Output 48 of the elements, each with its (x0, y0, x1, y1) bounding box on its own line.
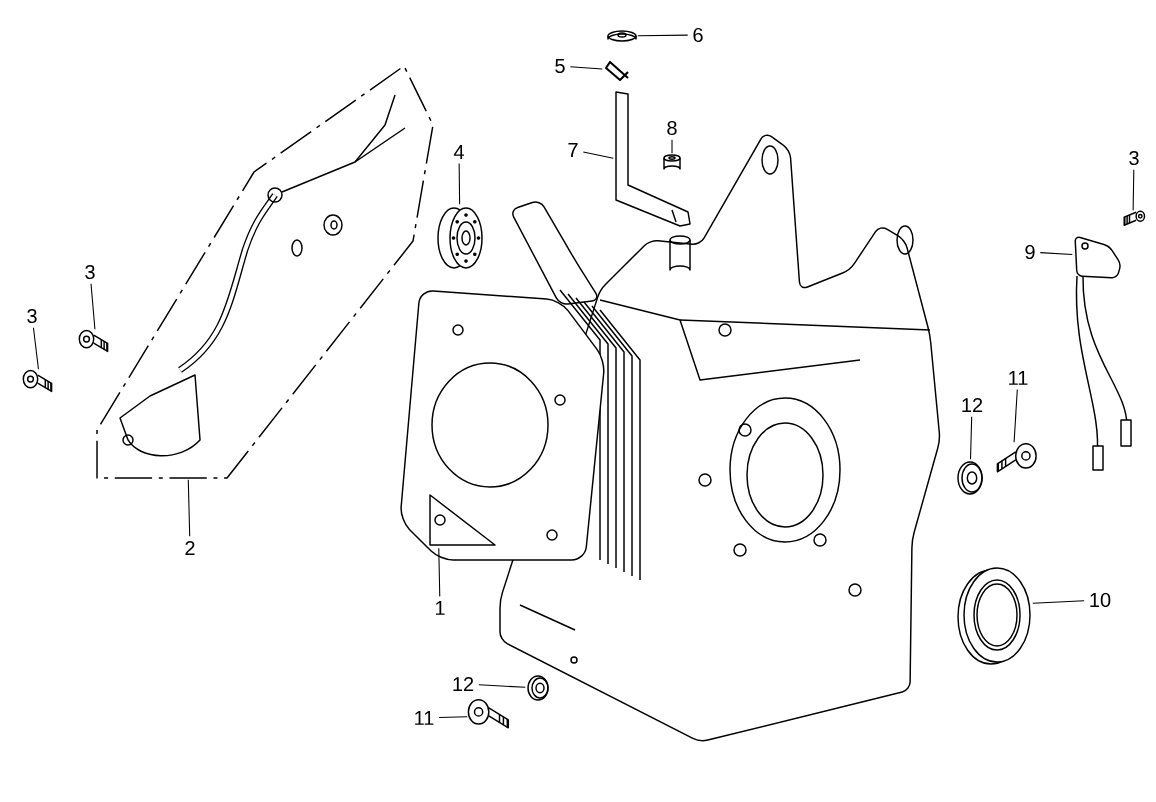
callout-number: 5 (555, 59, 565, 73)
leader-line (1039, 252, 1073, 256)
callout-number: 2 (185, 541, 195, 555)
callout-number: 10 (1090, 592, 1111, 608)
leader-line (637, 34, 689, 37)
ignition-coil-set-drawing (96, 65, 434, 479)
washer-drawing (527, 675, 549, 701)
callout-number: 7 (568, 143, 578, 157)
callout-number: 11 (415, 711, 434, 725)
oil-seal-drawing (957, 567, 1031, 665)
callout-number: 1 (435, 601, 445, 615)
leader-line (1032, 600, 1085, 604)
bolt-drawing (467, 698, 510, 729)
callout-number: 8 (667, 120, 677, 136)
leader-line (1132, 169, 1135, 211)
callout-number: 11 (1009, 371, 1028, 385)
bolt-drawing (1123, 210, 1146, 226)
leader-line (970, 416, 973, 460)
callout-number: 12 (453, 677, 474, 691)
leader-line (90, 283, 96, 330)
rod-drawing (615, 91, 691, 227)
leader-line (438, 716, 468, 719)
leader-line (569, 66, 603, 70)
callout-number: 3 (1129, 150, 1139, 166)
callout-number: 9 (1025, 244, 1035, 260)
callout-number: 12 (962, 398, 983, 412)
bearing-drawing (437, 207, 483, 269)
callout-number: 3 (27, 308, 37, 324)
callout-number: 3 (85, 264, 95, 280)
leader-line (458, 163, 461, 205)
nut-drawing (663, 154, 681, 170)
leader-line (438, 547, 441, 597)
leader-line (187, 479, 191, 537)
callout-number: 6 (693, 27, 703, 43)
leader-line (1013, 389, 1018, 443)
bolt-drawing (78, 329, 109, 353)
ignition-coil-drawing (1074, 236, 1132, 471)
clip-drawing (604, 60, 629, 82)
leader-line (32, 327, 39, 370)
leader-line (478, 684, 526, 688)
bolt-drawing (22, 369, 53, 393)
washer-drawing (957, 461, 983, 495)
leader-line (582, 151, 614, 159)
callout-number: 4 (453, 145, 464, 159)
crankcase-drawing (400, 134, 941, 742)
leader-line (671, 139, 673, 154)
washer-drawing (607, 30, 637, 42)
bolt-drawing (996, 442, 1037, 473)
